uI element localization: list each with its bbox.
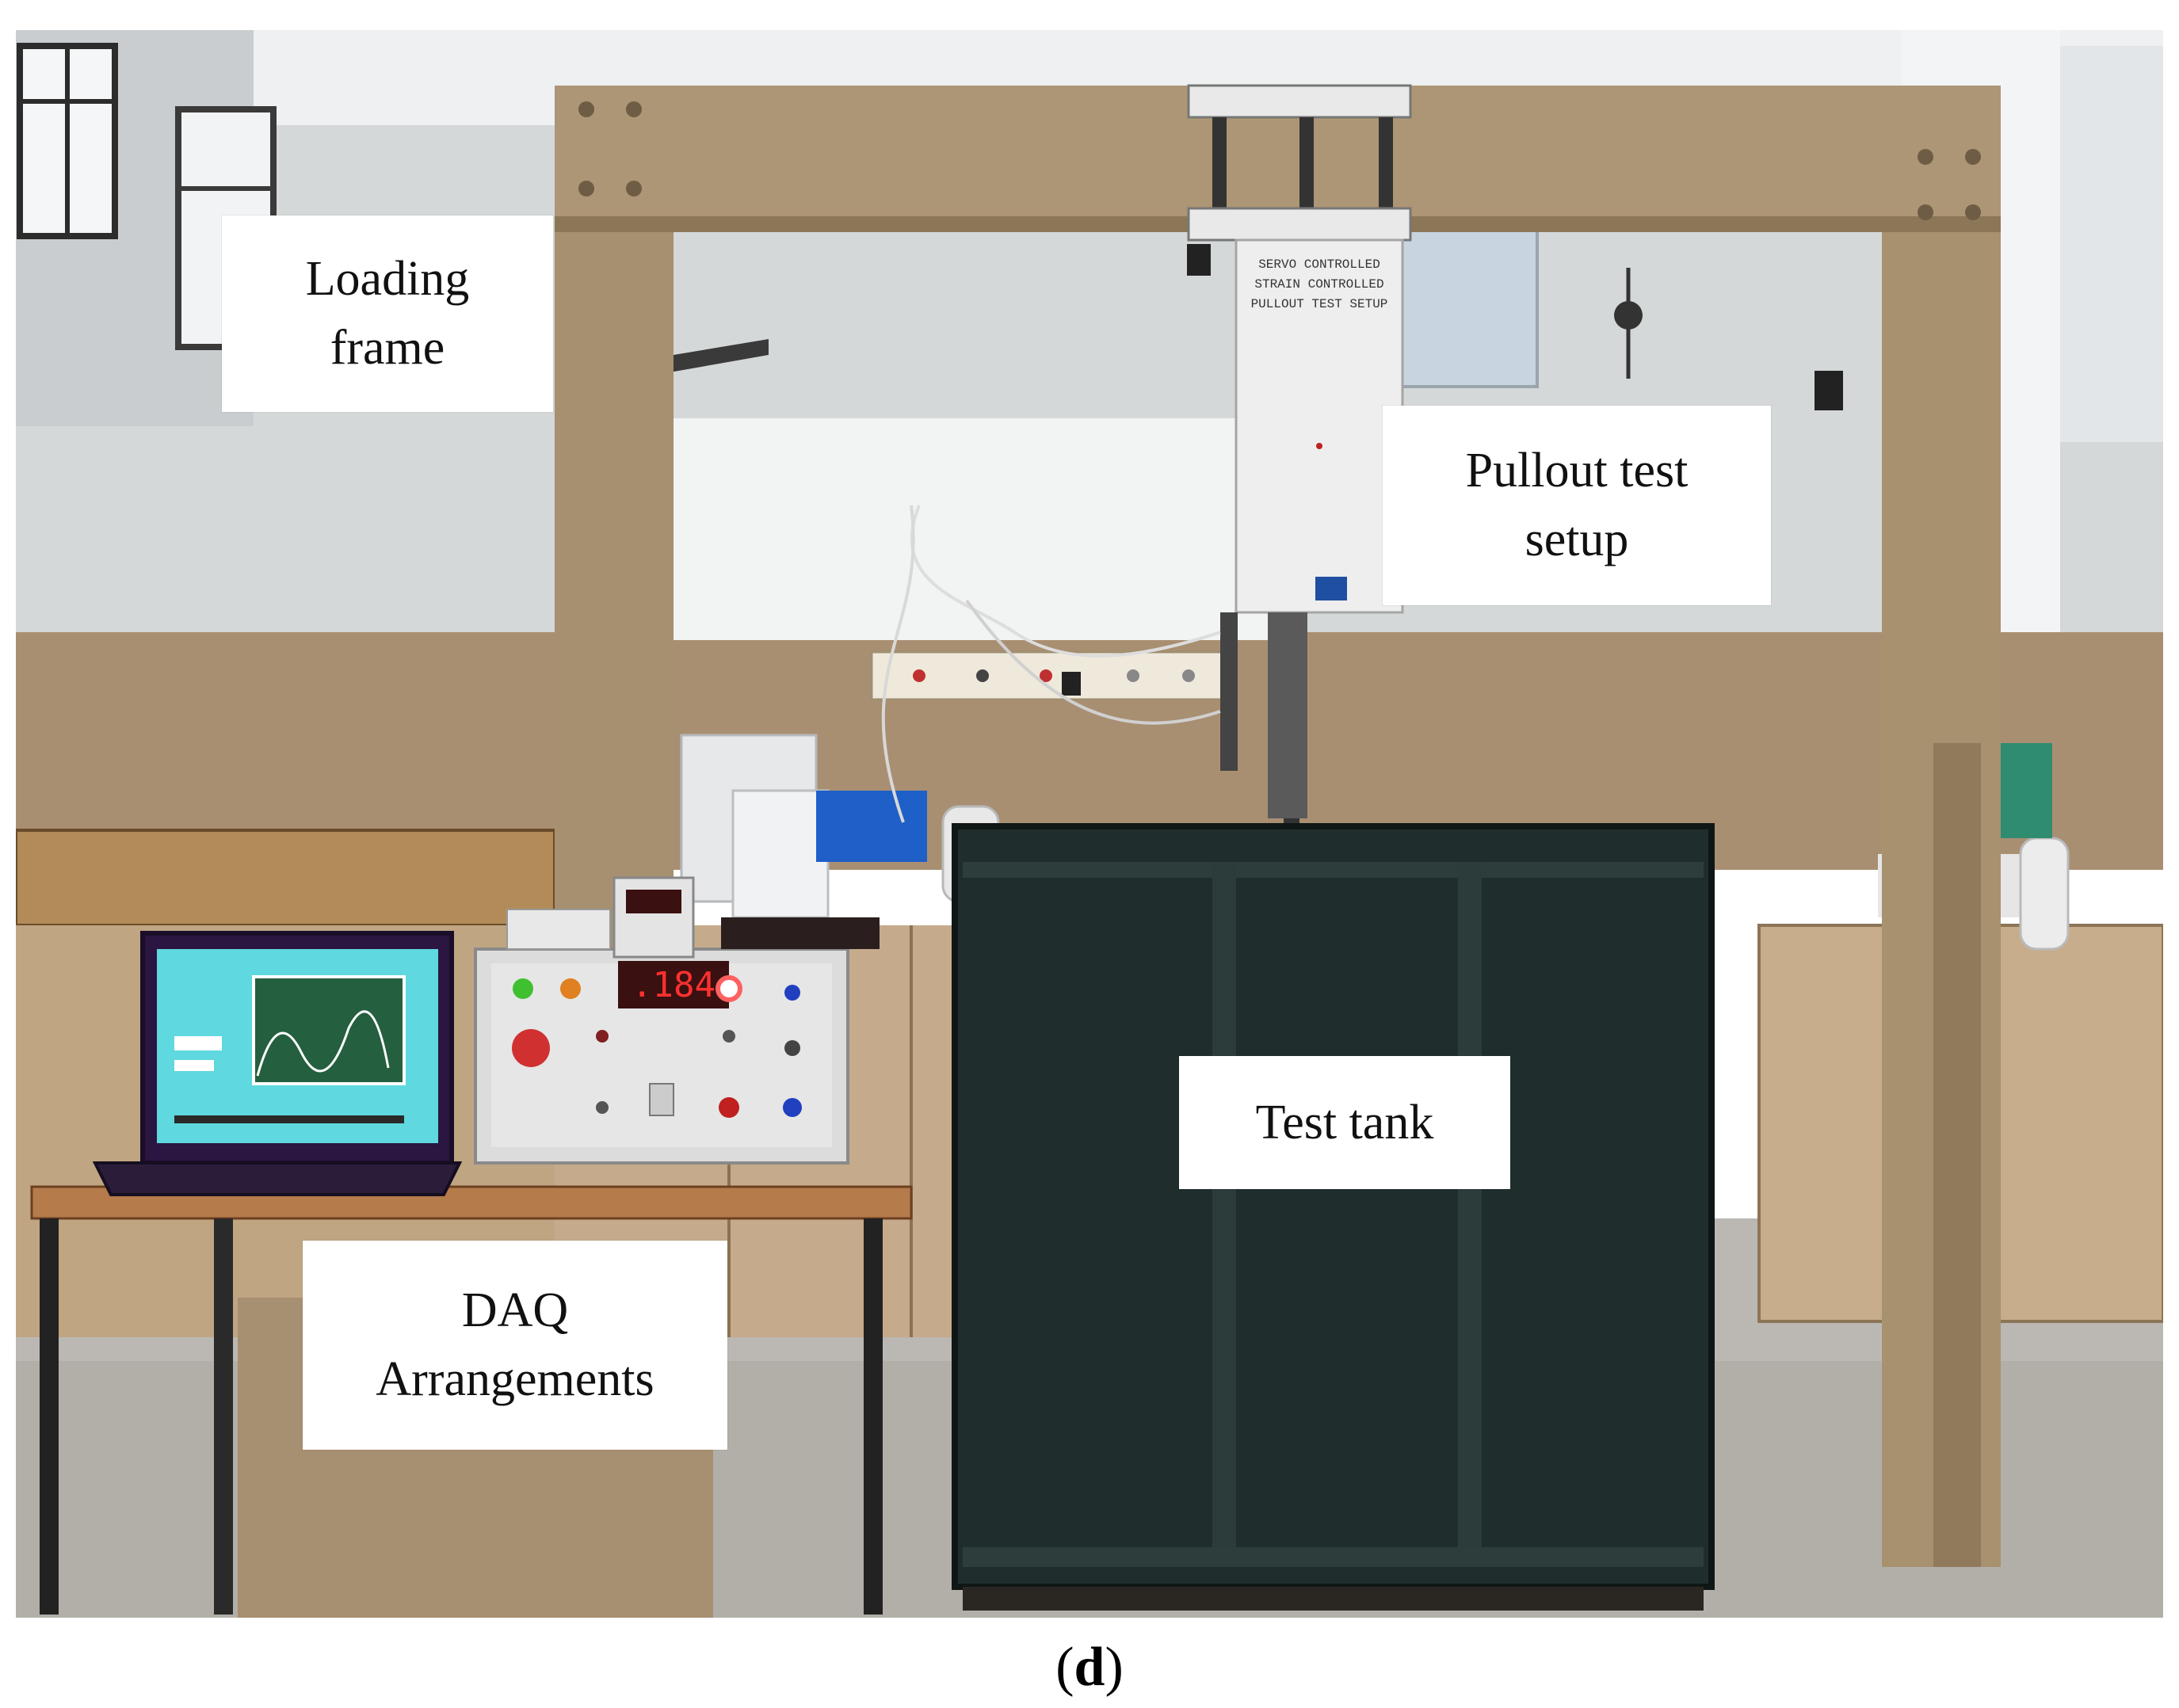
right-wall <box>2060 46 2163 442</box>
label-daq-line-1: DAQ <box>461 1283 569 1338</box>
label-daq-line-2: Arrangements <box>376 1352 654 1406</box>
blue-tub <box>816 791 927 862</box>
laptop-base <box>92 1161 463 1196</box>
test-tank <box>952 823 1715 1590</box>
svg-text:PULLOUT TEST SETUP: PULLOUT TEST SETUP <box>1251 297 1388 311</box>
svg-text:SERVO CONTROLLED: SERVO CONTROLLED <box>1258 257 1380 272</box>
left-bench-top <box>16 829 556 927</box>
caption-open: ( <box>1055 1637 1074 1698</box>
actuator-box <box>1235 238 1404 614</box>
label-pullout-setup-line-1: Pullout test <box>1465 444 1689 498</box>
lab-photo-svg: SERVO CONTROLLED STRAIN CONTROLLED PULLO… <box>16 30 2163 1618</box>
actuator-top-plate <box>1187 84 1412 119</box>
label-pullout-setup: Pullout test setup <box>1383 406 1771 605</box>
label-loading-frame-line-1: Loading <box>305 252 470 307</box>
caption-close: ) <box>1105 1637 1124 1698</box>
actuator-rod <box>1268 612 1307 818</box>
daq-display-value: .184 <box>632 965 716 1005</box>
label-loading-frame-line-2: frame <box>330 321 445 375</box>
label-test-tank: Test tank <box>1179 1056 1510 1189</box>
caption-letter: d <box>1074 1637 1105 1698</box>
label-daq: DAQ Arrangements <box>303 1241 727 1450</box>
figure-caption: (d) <box>0 1635 2179 1700</box>
label-test-tank-line-1: Test tank <box>1255 1095 1434 1149</box>
white-wall-panel <box>666 418 1299 640</box>
daq-display <box>618 961 729 1008</box>
lab-photo: SERVO CONTROLLED STRAIN CONTROLLED PULLO… <box>16 30 2163 1618</box>
label-loading-frame: Loading frame <box>222 215 553 412</box>
label-pullout-setup-line-2: setup <box>1525 513 1629 566</box>
green-bucket <box>1997 743 2052 838</box>
svg-text:STRAIN CONTROLLED: STRAIN CONTROLLED <box>1254 277 1383 292</box>
